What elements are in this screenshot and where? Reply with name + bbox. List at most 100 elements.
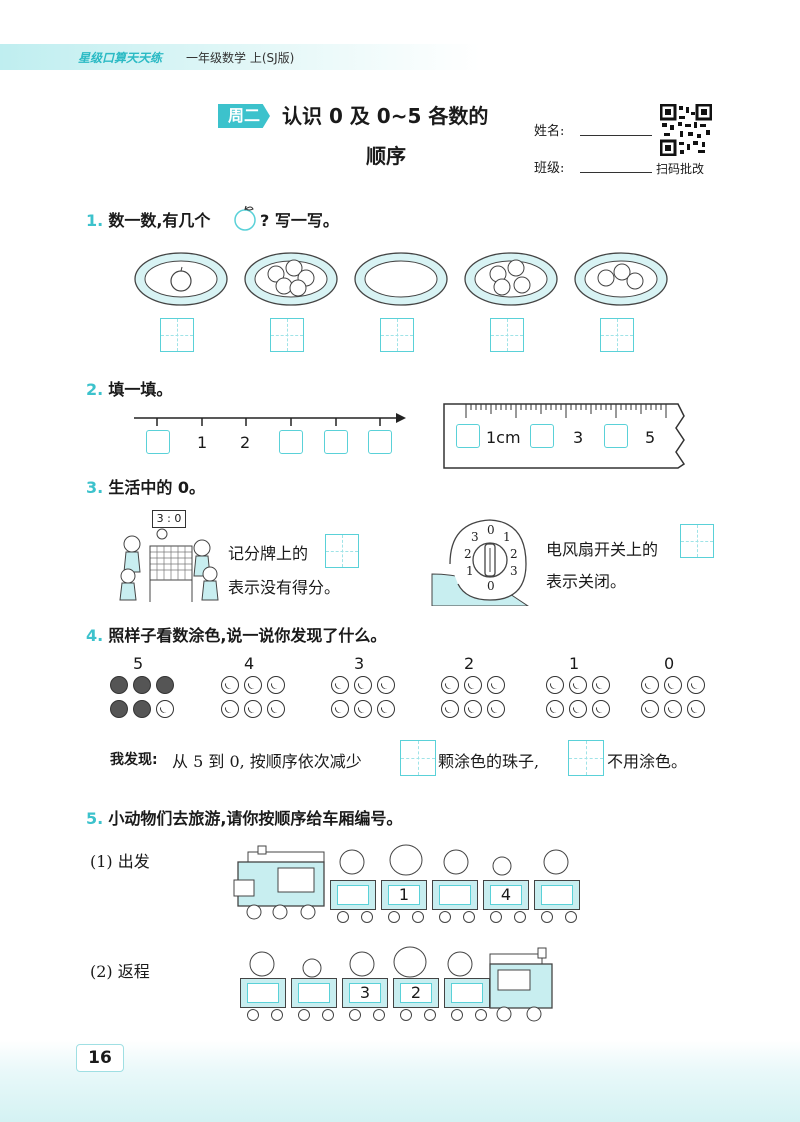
train-car-number[interactable] [337, 885, 369, 905]
bead-empty[interactable] [354, 700, 372, 718]
q3-left-line2: 表示没有得分。 [228, 578, 341, 597]
finding-part3: 不用涂色。 [607, 752, 688, 771]
bead-empty[interactable] [569, 676, 587, 694]
bead-empty[interactable] [441, 700, 459, 718]
train-car-number[interactable] [439, 885, 471, 905]
train-car-number[interactable] [451, 983, 483, 1003]
bead-empty[interactable] [546, 700, 564, 718]
bead-group-label: 3 [354, 654, 365, 673]
dial-number-7: 1 [466, 564, 474, 578]
bead-empty[interactable] [641, 700, 659, 718]
bead-empty[interactable] [487, 700, 505, 718]
train-car-number[interactable]: 4 [490, 885, 522, 905]
numberline-box-3[interactable] [324, 430, 348, 454]
train-car-number[interactable]: 1 [388, 885, 420, 905]
ruler-box-1[interactable] [456, 424, 480, 448]
bead-empty[interactable] [244, 700, 262, 718]
numberline-label-2: 2 [240, 433, 251, 452]
bead-empty[interactable] [464, 700, 482, 718]
train-car: 3 [342, 978, 388, 1021]
numberline-box-2[interactable] [279, 430, 303, 454]
q3-right-box[interactable] [680, 524, 714, 558]
plate-4 [464, 252, 558, 306]
bead-empty[interactable] [267, 700, 285, 718]
bead-empty[interactable] [664, 700, 682, 718]
bead-empty[interactable] [687, 676, 705, 694]
finding-box-2[interactable] [568, 740, 604, 776]
bead-filled[interactable] [156, 676, 174, 694]
train-car-number[interactable]: 3 [349, 983, 381, 1003]
train-car-number[interactable] [298, 983, 330, 1003]
q5-prompt: 5. 小动物们去旅游,请你按顺序给车厢编号。 [86, 805, 402, 829]
dial-number-4: 2 [510, 547, 518, 561]
name-field[interactable] [580, 119, 652, 136]
q1-prompt: 1. 数一数,有几个 [86, 207, 210, 231]
class-field[interactable] [580, 156, 652, 173]
wheel-icon [412, 911, 424, 923]
bead-empty[interactable] [487, 676, 505, 694]
lesson-title-line1: 认识 0 及 0~5 各数的 [282, 104, 489, 128]
bead-empty[interactable] [592, 676, 610, 694]
q1-answer-box-2[interactable] [270, 318, 304, 352]
q3-left-box[interactable] [325, 534, 359, 568]
wheel-icon [271, 1009, 283, 1021]
bead-empty[interactable] [354, 676, 372, 694]
bead-empty[interactable] [664, 676, 682, 694]
wheel-icon [247, 1009, 259, 1021]
train-car-number[interactable]: 2 [400, 983, 432, 1003]
q1-answer-box-1[interactable] [160, 318, 194, 352]
bead-group-label: 0 [664, 654, 675, 673]
finding-box-1[interactable] [400, 740, 436, 776]
page-number: 16 [76, 1044, 124, 1072]
wheel-icon [565, 911, 577, 923]
wheel-icon [322, 1009, 334, 1021]
name-label: 姓名: [534, 124, 565, 139]
wheel-icon [541, 911, 553, 923]
bead-filled[interactable] [133, 676, 151, 694]
numberline-box-1[interactable] [146, 430, 170, 454]
wheel-icon [361, 911, 373, 923]
q3-number: 3. [86, 478, 104, 497]
q5-text: 小动物们去旅游,请你按顺序给车厢编号。 [108, 809, 403, 828]
bead-empty[interactable] [221, 700, 239, 718]
bead-filled[interactable] [110, 676, 128, 694]
wheel-icon [475, 1009, 487, 1021]
dial-number-6: 3 [510, 564, 518, 578]
q4-text: 照样子看数涂色,说一说你发现了什么。 [108, 626, 387, 645]
q1-answer-box-5[interactable] [600, 318, 634, 352]
book-title: 一年级数学 上(SJ版) [186, 51, 295, 65]
bead-empty[interactable] [267, 676, 285, 694]
bead-empty[interactable] [464, 676, 482, 694]
bead-empty[interactable] [331, 700, 349, 718]
numberline-box-4[interactable] [368, 430, 392, 454]
bead-empty[interactable] [687, 700, 705, 718]
volleyball-kids-illustration [119, 528, 219, 602]
train-car-number[interactable] [247, 983, 279, 1003]
bead-empty[interactable] [377, 676, 395, 694]
bead-empty[interactable] [592, 700, 610, 718]
train-return [249, 946, 553, 1022]
bead-empty[interactable] [441, 676, 459, 694]
bead-empty[interactable] [546, 676, 564, 694]
q1-answer-box-3[interactable] [380, 318, 414, 352]
wheel-icon [463, 911, 475, 923]
bead-group-label: 4 [244, 654, 255, 673]
bead-filled[interactable] [133, 700, 151, 718]
bead-empty[interactable] [377, 700, 395, 718]
bead-empty[interactable] [156, 700, 174, 718]
bead-empty[interactable] [221, 676, 239, 694]
qr-code-icon[interactable] [660, 104, 712, 156]
bead-empty[interactable] [569, 700, 587, 718]
bead-empty[interactable] [244, 676, 262, 694]
ruler-box-3[interactable] [604, 424, 628, 448]
train-car-number[interactable] [541, 885, 573, 905]
wheel-icon [490, 911, 502, 923]
bead-empty[interactable] [641, 676, 659, 694]
q1-answer-box-4[interactable] [490, 318, 524, 352]
train-car [432, 880, 478, 923]
bead-filled[interactable] [110, 700, 128, 718]
ruler-box-2[interactable] [530, 424, 554, 448]
bead-empty[interactable] [331, 676, 349, 694]
